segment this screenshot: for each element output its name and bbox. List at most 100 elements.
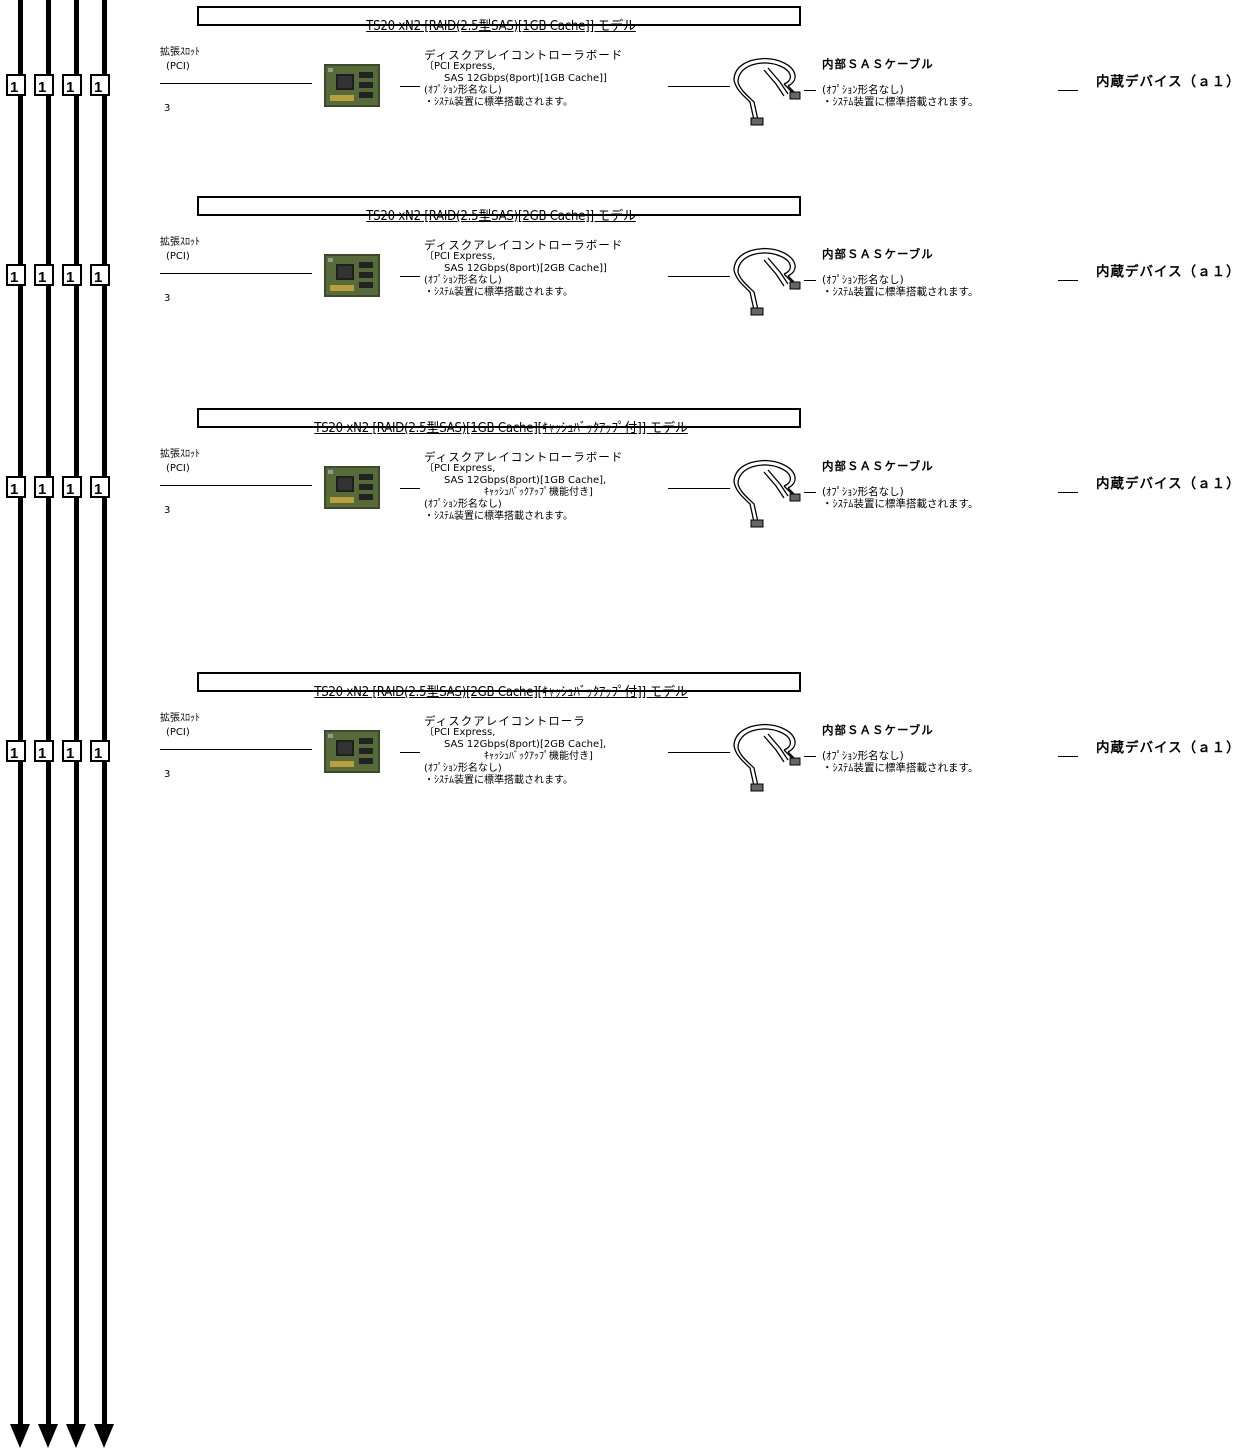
internal-device-label: 内蔵デバイス（ａ１）: [1096, 476, 1241, 492]
board-detail-line: (ｵﾌﾟｼｮﾝ形名なし): [424, 275, 502, 286]
connector-line: [1058, 280, 1078, 281]
controller-board-text: ディスクアレイコントローラボード 〔PCI Express,SAS 12Gbps…: [424, 239, 623, 299]
cable-detail-line: (ｵﾌﾟｼｮﾝ形名なし): [822, 750, 904, 762]
slot-marker: 1: [90, 740, 110, 762]
connector-line: [400, 276, 420, 277]
sas-cable-text: 内部ＳＡＳケーブル (ｵﾌﾟｼｮﾝ形名なし)・ｼｽﾃﾑ装置に標準搭載されます。: [822, 460, 978, 510]
controller-board-image: [324, 466, 380, 509]
internal-device-label: 内蔵デバイス（ａ１）: [1096, 740, 1241, 756]
controller-board-text: ディスクアレイコントローラ 〔PCI Express,SAS 12Gbps(8p…: [424, 715, 606, 787]
connector-line: [804, 90, 816, 91]
connector-line: [804, 756, 816, 757]
cable-details: (ｵﾌﾟｼｮﾝ形名なし)・ｼｽﾃﾑ装置に標準搭載されます。: [822, 274, 978, 298]
model-title-box: TS20 xN2 [RAID(2.5型SAS)[2GB Cache][ｷｬｯｼｭ…: [197, 672, 801, 700]
internal-device-label: 内蔵デバイス（ａ１）: [1096, 264, 1241, 280]
down-arrow-icon: [38, 1424, 58, 1448]
down-arrow-icon: [94, 1424, 114, 1448]
connector-line: [160, 485, 312, 486]
slot-marker: 1: [6, 264, 26, 286]
slot-marker: 1: [6, 74, 26, 96]
slot-number: 3: [164, 505, 171, 516]
expansion-slot-label: 拡張ｽﾛｯﾄ (PCI) 3: [160, 448, 200, 516]
board-detail-line: 〔PCI Express,: [424, 61, 496, 72]
board-details: 〔PCI Express,SAS 12Gbps(8port)[1GB Cache…: [424, 463, 623, 523]
slot-marker: 1: [90, 74, 110, 96]
model-title-box: TS20 xN2 [RAID(2.5型SAS)[2GB Cache]] モデル: [197, 196, 801, 224]
cable-heading: 内部ＳＡＳケーブル: [822, 247, 934, 261]
model-title: TS20 xN2 [RAID(2.5型SAS)[2GB Cache][ｷｬｯｼｭ…: [314, 685, 688, 700]
board-detail-line: ・ｼｽﾃﾑ装置に標準搭載されます。: [424, 511, 573, 522]
cable-heading: 内部ＳＡＳケーブル: [822, 723, 934, 737]
board-detail-line: SAS 12Gbps(8port)[2GB Cache]]: [444, 263, 607, 274]
connector-line: [400, 86, 420, 87]
expansion-slot-label: 拡張ｽﾛｯﾄ (PCI) 3: [160, 46, 200, 114]
connector-line: [668, 488, 730, 489]
bus-rail: [102, 0, 107, 1428]
board-details: 〔PCI Express,SAS 12Gbps(8port)[2GB Cache…: [424, 727, 606, 787]
board-detail-line: ｷｬｯｼｭﾊﾞｯｸｱｯﾌﾟ機能付き]: [484, 751, 593, 762]
slot-marker: 1: [62, 74, 82, 96]
sas-cable-image: [733, 248, 801, 316]
cable-heading: 内部ＳＡＳケーブル: [822, 57, 934, 71]
model-section: TS20 xN2 [RAID(2.5型SAS)[2GB Cache][ｷｬｯｼｭ…: [0, 672, 1245, 852]
board-heading: ディスクアレイコントローラボード: [424, 48, 624, 62]
slot-bus: (PCI): [166, 727, 190, 738]
controller-board-text: ディスクアレイコントローラボード 〔PCI Express,SAS 12Gbps…: [424, 49, 623, 109]
sas-cable-image: [733, 58, 801, 126]
slot-label: 拡張ｽﾛｯﾄ: [160, 713, 200, 724]
slot-bus: (PCI): [166, 61, 190, 72]
slot-bus: (PCI): [166, 251, 190, 262]
cable-detail-line: (ｵﾌﾟｼｮﾝ形名なし): [822, 274, 904, 286]
sas-cable-text: 内部ＳＡＳケーブル (ｵﾌﾟｼｮﾝ形名なし)・ｼｽﾃﾑ装置に標準搭載されます。: [822, 58, 978, 108]
board-detail-line: 〔PCI Express,: [424, 251, 496, 262]
model-section: TS20 xN2 [RAID(2.5型SAS)[1GB Cache][ｷｬｯｼｭ…: [0, 408, 1245, 588]
cable-heading: 内部ＳＡＳケーブル: [822, 459, 934, 473]
slot-marker: 1: [6, 740, 26, 762]
slot-label: 拡張ｽﾛｯﾄ: [160, 449, 200, 460]
board-detail-line: (ｵﾌﾟｼｮﾝ形名なし): [424, 499, 502, 510]
board-detail-line: ・ｼｽﾃﾑ装置に標準搭載されます。: [424, 775, 573, 786]
connector-line: [668, 86, 730, 87]
slot-marker: 1: [90, 476, 110, 498]
connector-line: [804, 492, 816, 493]
slot-bus: (PCI): [166, 463, 190, 474]
controller-board-image: [324, 730, 380, 773]
board-heading: ディスクアレイコントローラ: [424, 714, 586, 728]
board-heading: ディスクアレイコントローラボード: [424, 450, 624, 464]
slot-marker: 1: [34, 264, 54, 286]
sas-cable-text: 内部ＳＡＳケーブル (ｵﾌﾟｼｮﾝ形名なし)・ｼｽﾃﾑ装置に標準搭載されます。: [822, 724, 978, 774]
down-arrow-icon: [10, 1424, 30, 1448]
slot-marker: 1: [62, 740, 82, 762]
cable-detail-line: (ｵﾌﾟｼｮﾝ形名なし): [822, 486, 904, 498]
board-details: 〔PCI Express,SAS 12Gbps(8port)[2GB Cache…: [424, 251, 623, 299]
model-title: TS20 xN2 [RAID(2.5型SAS)[1GB Cache][ｷｬｯｼｭ…: [314, 421, 688, 436]
board-detail-line: 〔PCI Express,: [424, 727, 496, 738]
bus-rail: [46, 0, 51, 1428]
bus-rail: [74, 0, 79, 1428]
sas-cable-text: 内部ＳＡＳケーブル (ｵﾌﾟｼｮﾝ形名なし)・ｼｽﾃﾑ装置に標準搭載されます。: [822, 248, 978, 298]
connector-line: [668, 276, 730, 277]
connector-line: [160, 83, 312, 84]
expansion-slot-label: 拡張ｽﾛｯﾄ (PCI) 3: [160, 712, 200, 780]
bus-rail: [18, 0, 23, 1428]
cable-details: (ｵﾌﾟｼｮﾝ形名なし)・ｼｽﾃﾑ装置に標準搭載されます。: [822, 84, 978, 108]
slot-marker: 1: [6, 476, 26, 498]
board-detail-line: SAS 12Gbps(8port)[1GB Cache]]: [444, 73, 607, 84]
cable-details: (ｵﾌﾟｼｮﾝ形名なし)・ｼｽﾃﾑ装置に標準搭載されます。: [822, 486, 978, 510]
expansion-slot-label: 拡張ｽﾛｯﾄ (PCI) 3: [160, 236, 200, 304]
connector-line: [668, 752, 730, 753]
cable-detail-line: ・ｼｽﾃﾑ装置に標準搭載されます。: [822, 762, 979, 774]
board-detail-line: (ｵﾌﾟｼｮﾝ形名なし): [424, 763, 502, 774]
connector-line: [160, 749, 312, 750]
model-title: TS20 xN2 [RAID(2.5型SAS)[1GB Cache]] モデル: [366, 19, 636, 34]
connector-line: [160, 273, 312, 274]
connector-line: [1058, 756, 1078, 757]
slot-marker: 1: [62, 264, 82, 286]
board-details: 〔PCI Express,SAS 12Gbps(8port)[1GB Cache…: [424, 61, 623, 109]
slot-marker: 1: [90, 264, 110, 286]
board-detail-line: (ｵﾌﾟｼｮﾝ形名なし): [424, 85, 502, 96]
controller-board-text: ディスクアレイコントローラボード 〔PCI Express,SAS 12Gbps…: [424, 451, 623, 523]
slot-marker: 1: [34, 476, 54, 498]
slot-number: 3: [164, 293, 171, 304]
board-heading: ディスクアレイコントローラボード: [424, 238, 624, 252]
